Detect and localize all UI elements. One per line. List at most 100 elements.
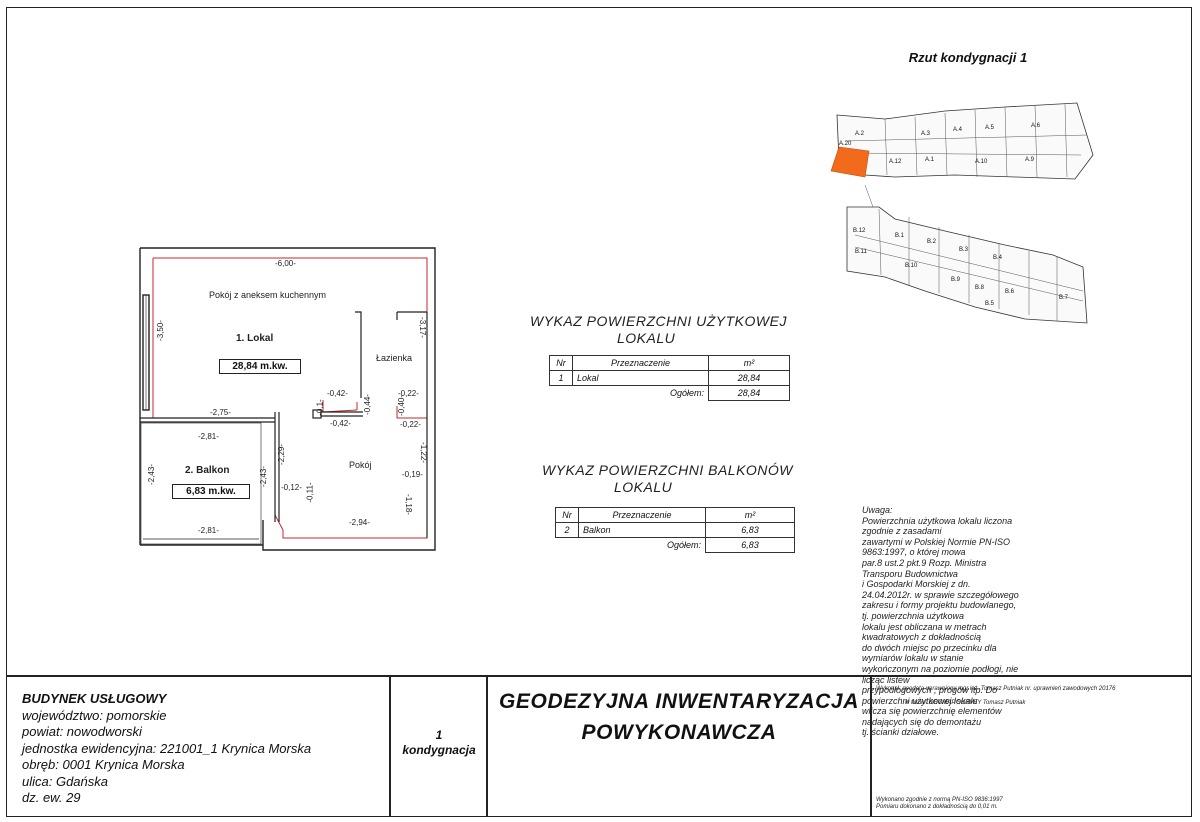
uwaga-title: Uwaga: bbox=[862, 505, 893, 515]
uwaga-line: wykończonym na poziomie podłogi, nie lic… bbox=[862, 663, 1019, 685]
norma-text-1: Wykonano zgodnie z normą PN-ISO 9836:199… bbox=[876, 797, 1003, 803]
row-area: 28,84 bbox=[708, 370, 790, 386]
label-a10: A.10 bbox=[975, 159, 988, 165]
dim-balk-top: -2,81- bbox=[198, 432, 219, 441]
label-a5: A.5 bbox=[985, 125, 995, 131]
row-przeznaczenie: Balkon bbox=[578, 522, 706, 538]
dim-balk-bottom: -2,81- bbox=[198, 526, 219, 535]
lokal-area-box: 28,84 m.kw. bbox=[219, 359, 301, 374]
rzut-title: Rzut kondygnacji 1 bbox=[908, 50, 1028, 65]
dim-pokoj-right-b: -0,19- bbox=[402, 470, 423, 479]
label-a3: A.3 bbox=[921, 131, 931, 137]
uwaga-note: Uwaga: Powierzchnia użytkowa lokalu licz… bbox=[862, 505, 1022, 738]
norma-text-2: Pomiaru dokonano z dokładnością do 0,01 … bbox=[876, 804, 998, 810]
outer-walls bbox=[139, 247, 436, 551]
info-line: powiat: nowodworski bbox=[22, 724, 142, 739]
uwaga-line: zawartymi w Polskiej Normie PN-ISO 9863:… bbox=[862, 536, 1011, 558]
internal-walls bbox=[140, 311, 428, 540]
header-m2: m² bbox=[705, 507, 795, 523]
wing-b-outline bbox=[846, 206, 1088, 324]
site-plan-partitions bbox=[844, 103, 1088, 321]
wykaz-balkonow-title: WYKAZ POWIERZCHNI BALKONÓW LOKALU bbox=[542, 462, 793, 496]
building-info: BUDYNEK USŁUGOWY województwo: pomorskie … bbox=[22, 691, 311, 807]
kondygnacja-label: kondygnacja bbox=[402, 743, 476, 757]
label-a20: A.20 bbox=[839, 141, 852, 147]
main-title-line2: POWYKONAWCZA bbox=[581, 721, 777, 744]
uwaga-line: zakresu i formy projektu budowlanego, tj… bbox=[862, 600, 1017, 621]
dim-pokoj-right-a: -1,22- bbox=[418, 442, 428, 463]
dim-bath-right: -0,22- bbox=[398, 389, 419, 398]
table-row: 1 Lokal 28,84 bbox=[549, 370, 790, 386]
dim-bath-left: -0,42- bbox=[327, 389, 348, 398]
dim-left: -3,50- bbox=[155, 320, 165, 341]
dim-pokoj-bottom: -2,94- bbox=[349, 518, 370, 527]
label-b5: B.5 bbox=[985, 301, 995, 307]
label-b10: B.10 bbox=[905, 263, 918, 269]
floor-plan bbox=[139, 247, 436, 551]
building-name: BUDYNEK USŁUGOWY bbox=[22, 691, 167, 706]
uwaga-line: przypodłogowych , progów itp. Do powierz… bbox=[862, 685, 998, 706]
dim-balk-right: -2,43- bbox=[258, 466, 268, 487]
wykonal-text: Wykonał: geodeta uprawniony mgr.inż. Tom… bbox=[876, 686, 1116, 692]
info-line: dz. ew. 29 bbox=[22, 790, 81, 805]
wykaz-uzytkowej-table: Nr Przeznaczenie m² 1 Lokal 28,84 Ogółem… bbox=[549, 355, 790, 401]
row-nr: 1 bbox=[549, 370, 573, 386]
title-block-divider-1 bbox=[389, 675, 391, 817]
title-block-divider-3 bbox=[870, 675, 872, 817]
dim-corr-right: -0,22- bbox=[400, 420, 421, 429]
highlighted-unit bbox=[830, 146, 870, 178]
total-label: Ogółem: bbox=[572, 385, 709, 401]
wykaz-uzytkowej-title: WYKAZ POWIERZCHNI UŻYTKOWEJ LOKALU bbox=[530, 313, 787, 347]
label-b12: B.12 bbox=[853, 228, 866, 234]
label-a12: A.12 bbox=[889, 159, 902, 165]
wykaz-balkonow-title-line2: LOKALU bbox=[614, 479, 673, 495]
label-a6: A.6 bbox=[1031, 123, 1041, 129]
dim-mid: -2,75- bbox=[210, 408, 231, 417]
uwaga-line: do dwóch miejsc po przecinku dla wymiaró… bbox=[862, 642, 997, 664]
dim-pokoj-small-b: -0,11- bbox=[305, 482, 315, 503]
header-przeznaczenie: Przeznaczenie bbox=[572, 355, 709, 371]
wykaz-balkonow-title-line1: WYKAZ POWIERZCHNI BALKONÓW bbox=[542, 462, 794, 478]
wykaz-uzytkowej-title-line2: LOKALU bbox=[617, 330, 676, 346]
kondygnacja-number: 1 bbox=[435, 728, 443, 742]
row-area: 6,83 bbox=[705, 522, 795, 538]
label-b9: B.9 bbox=[951, 277, 961, 283]
label-b4: B.4 bbox=[993, 255, 1003, 261]
main-title-line1: GEODEZYJNA INWENTARYZACJA bbox=[499, 690, 859, 713]
table-total-row: Ogółem: 6,83 bbox=[556, 537, 795, 553]
dim-small-c: -0,40- bbox=[396, 395, 406, 416]
dim-pokoj-right-c: -1,18- bbox=[403, 494, 413, 515]
firma-text: w firmie: GEOMAP SURVEY Tomasz Putniak bbox=[905, 700, 1026, 706]
site-key-plan: A.3 A.4 A.5 A.6 A.2 A.1 A.12 A.10 A.9 A.… bbox=[830, 102, 1094, 324]
row-nr: 2 bbox=[555, 522, 579, 538]
dim-pokoj-small-a: -0,12- bbox=[281, 483, 302, 492]
title-block-divider-2 bbox=[486, 675, 488, 817]
title-block-top-border bbox=[6, 675, 1192, 677]
uwaga-line: i Gospodarki Morskiej z dn. 24.04.2012r.… bbox=[862, 579, 1019, 600]
dim-right-upper: -3,17- bbox=[417, 317, 427, 338]
table-total-row: Ogółem: 28,84 bbox=[550, 385, 790, 401]
table-row: 2 Balkon 6,83 bbox=[555, 522, 795, 538]
wykaz-balkonow-table: Nr Przeznaczenie m² 2 Balkon 6,83 Ogółem… bbox=[555, 507, 795, 553]
dim-pokoj-left: -2,29- bbox=[276, 444, 286, 465]
label-b2: B.2 bbox=[927, 239, 937, 245]
row-przeznaczenie: Lokal bbox=[572, 370, 709, 386]
dim-corr-left: -0,42- bbox=[330, 419, 351, 428]
header-przeznaczenie: Przeznaczenie bbox=[578, 507, 706, 523]
lokal-label: 1. Lokal bbox=[236, 333, 274, 344]
balkon-outline bbox=[140, 422, 262, 545]
header-nr: Nr bbox=[549, 355, 573, 371]
lazienka-label: Łazienka bbox=[376, 353, 413, 363]
table-header-row: Nr Przeznaczenie m² bbox=[549, 355, 790, 371]
info-line: ulica: Gdańska bbox=[22, 773, 108, 789]
pokoj-label: Pokój bbox=[349, 460, 372, 470]
balkon-label: 2. Balkon bbox=[185, 465, 230, 476]
main-title: GEODEZYJNA INWENTARYZACJA POWYKONAWCZA bbox=[486, 686, 872, 748]
uwaga-line: lokalu jest obliczana w metrach kwadrato… bbox=[862, 621, 987, 643]
info-line: województwo: pomorskie bbox=[22, 707, 167, 723]
uwaga-line: par.8 ust.2 pkt.9 Rozp. Ministra Transpo… bbox=[862, 557, 987, 579]
label-b11: B.11 bbox=[855, 249, 868, 255]
header-m2: m² bbox=[708, 355, 790, 371]
label-a9: A.9 bbox=[1025, 157, 1035, 163]
label-a2: A.2 bbox=[855, 131, 865, 137]
